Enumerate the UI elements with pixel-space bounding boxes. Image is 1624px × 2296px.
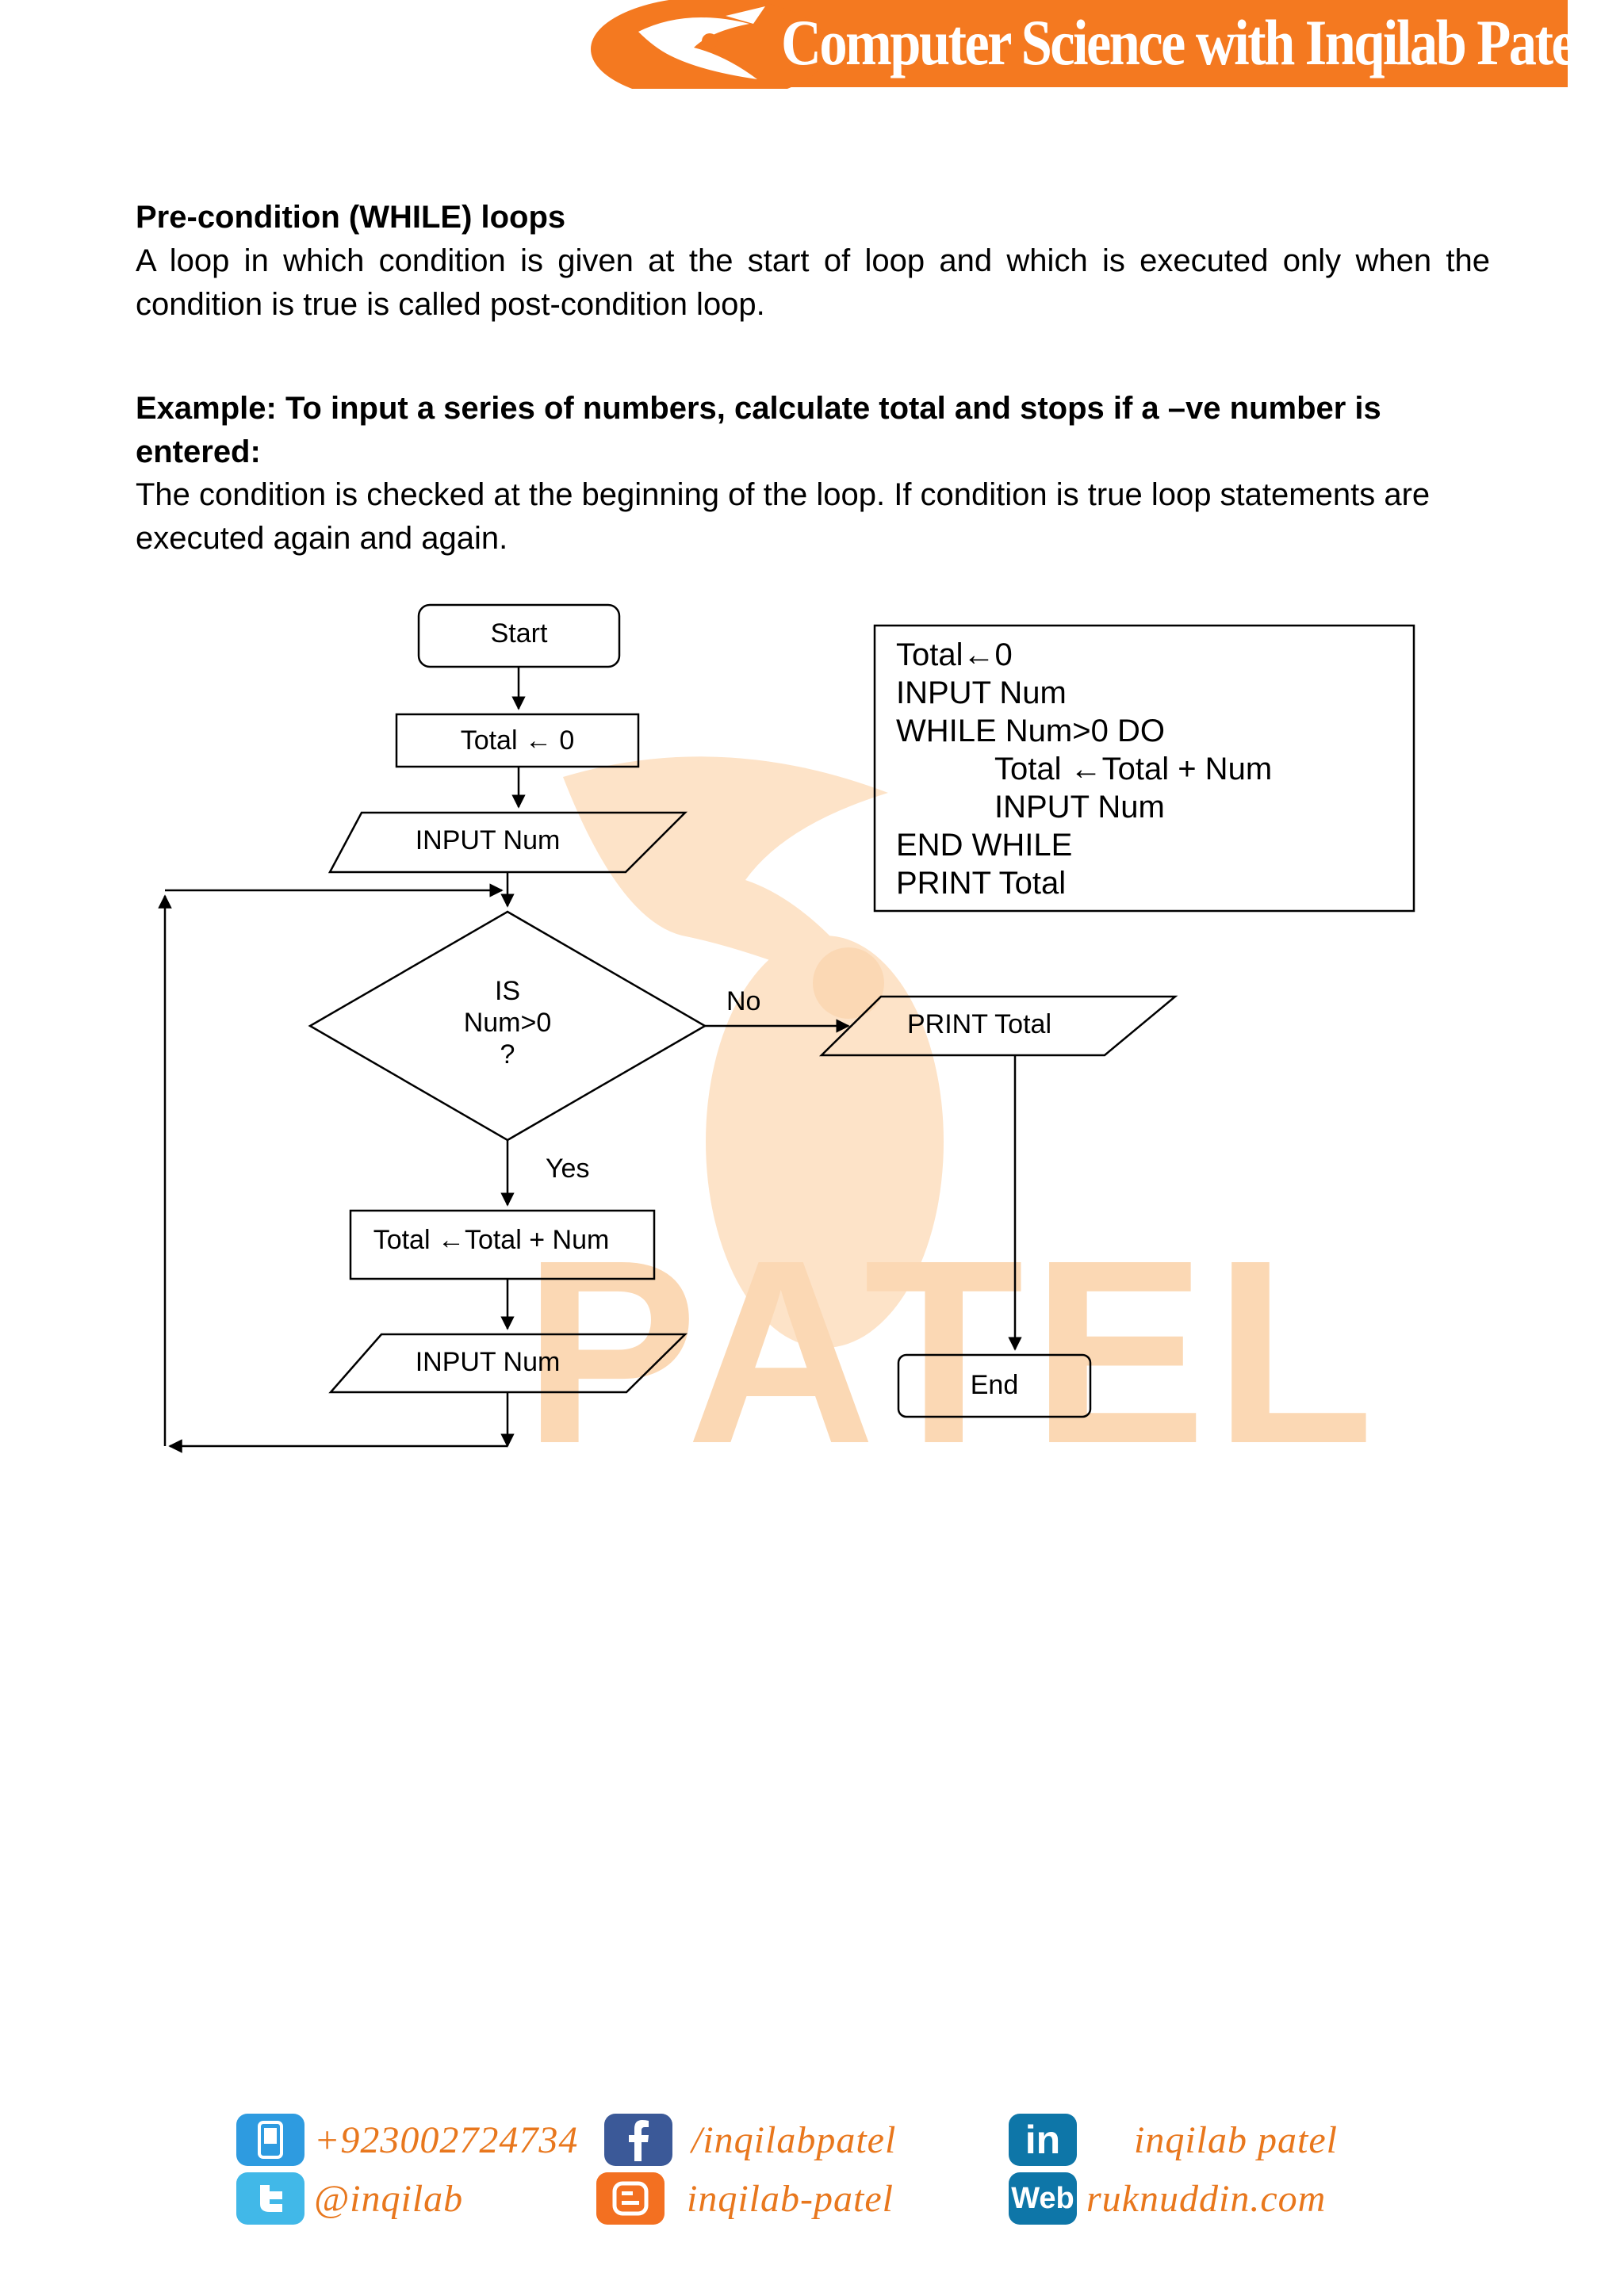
website-address: ruknuddin.com — [1086, 2177, 1326, 2221]
blogger-icon — [596, 2172, 665, 2225]
decision-label: IS Num>0 ? — [428, 975, 587, 1070]
twitter-handle: @inqilab — [314, 2177, 463, 2221]
pseudocode-line-6: END WHILE — [896, 826, 1072, 864]
facebook-icon — [604, 2114, 672, 2166]
decision-line-3: ? — [428, 1039, 587, 1070]
pseudocode-line-5: INPUT Num — [994, 788, 1165, 826]
linkedin-icon: in — [1009, 2114, 1077, 2166]
print-label: PRINT Total — [841, 1009, 1118, 1040]
web-icon: Web — [1009, 2172, 1077, 2225]
start-label: Start — [419, 618, 619, 649]
footer-contacts: +923002724734 @inqilab /inqilabpatel inq… — [0, 2101, 1624, 2244]
pseudocode-line-1: Total←0 — [896, 636, 1013, 674]
pseudocode-line-2: INPUT Num — [896, 674, 1067, 712]
end-label: End — [898, 1370, 1090, 1401]
twitter-icon — [236, 2172, 304, 2225]
input2-label: INPUT Num — [357, 1347, 619, 1378]
pseudocode-line-7: PRINT Total — [896, 864, 1066, 902]
decision-line-2: Num>0 — [428, 1007, 587, 1039]
input1-label: INPUT Num — [357, 825, 619, 856]
pseudocode-line-4: Total ←Total + Num — [994, 750, 1272, 788]
phone-number: +923002724734 — [314, 2118, 578, 2162]
update-label: Total ←Total + Num — [350, 1225, 632, 1256]
yes-branch-label: Yes — [546, 1154, 589, 1184]
decision-line-1: IS — [428, 975, 587, 1007]
blogger-handle: inqilab-patel — [687, 2177, 894, 2221]
init-label: Total ← 0 — [396, 725, 638, 756]
facebook-handle: /inqilabpatel — [691, 2118, 896, 2162]
linkedin-handle: inqilab patel — [1134, 2118, 1338, 2162]
phone-icon — [236, 2114, 304, 2166]
no-branch-label: No — [726, 986, 760, 1017]
pseudocode-line-3: WHILE Num>0 DO — [896, 712, 1165, 750]
